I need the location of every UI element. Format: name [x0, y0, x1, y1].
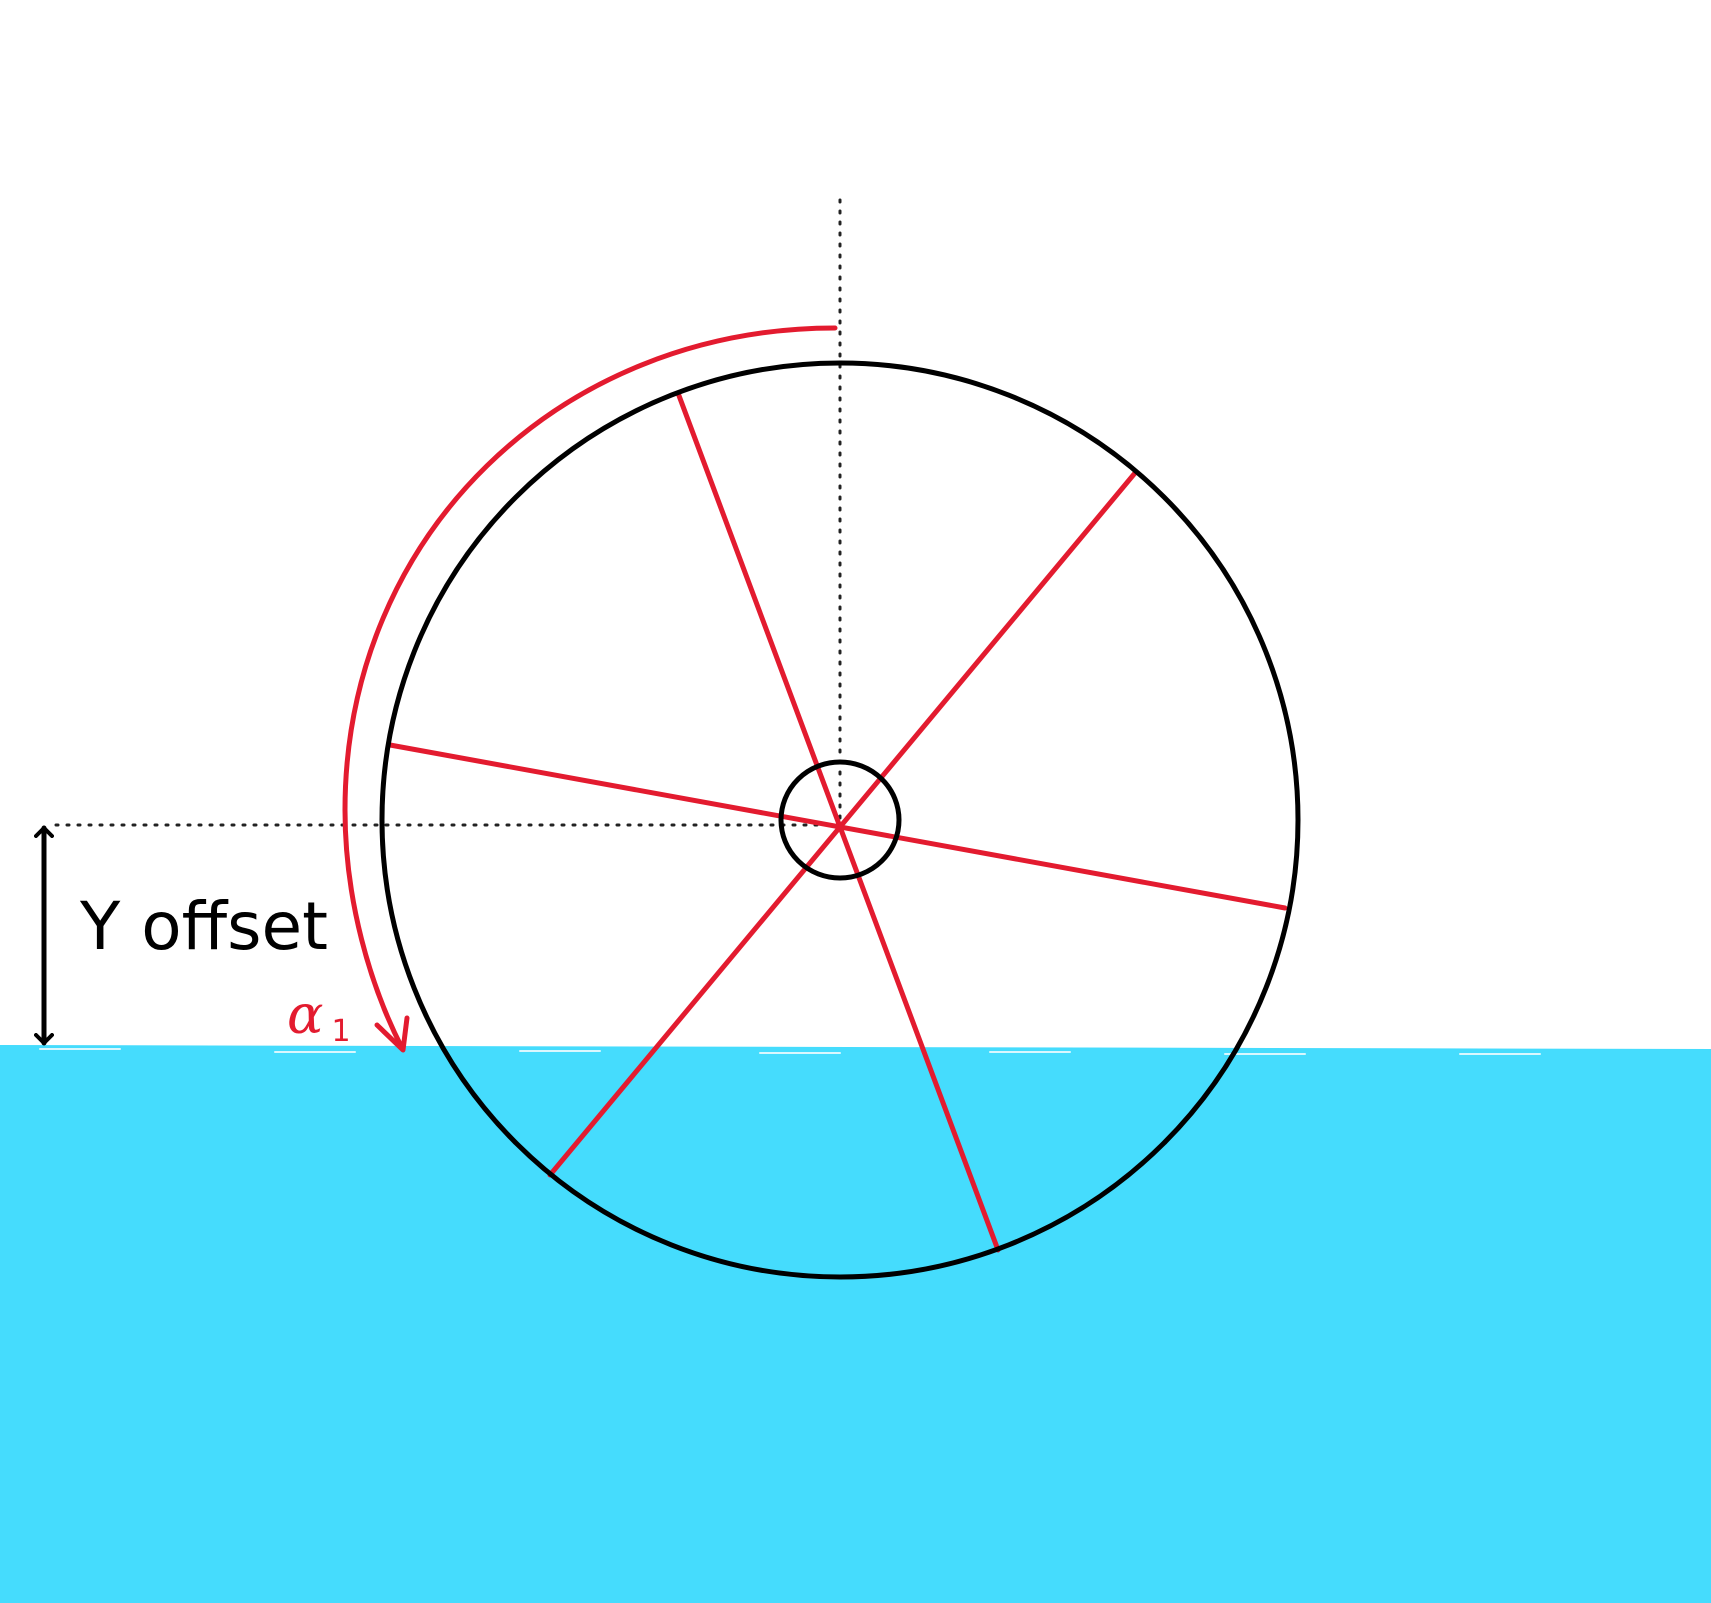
- alpha-angle-label: α 1: [287, 983, 351, 1049]
- wheel-spokes: [387, 390, 1288, 1253]
- wheel-hub: [778, 759, 902, 881]
- y-offset-label: Y offset: [79, 888, 328, 965]
- spoke: [387, 742, 1288, 911]
- alpha-symbol: α: [287, 983, 323, 1046]
- water-ripples: [39, 1048, 1541, 1055]
- spoke: [675, 390, 1001, 1253]
- rotation-arrow-head: [374, 1015, 410, 1053]
- wheel-rim: [379, 360, 1301, 1280]
- water-region: [0, 1045, 1711, 1603]
- rotation-angle-arc: [342, 325, 838, 1051]
- alpha-subscript: 1: [331, 1014, 350, 1049]
- spoke: [547, 470, 1138, 1178]
